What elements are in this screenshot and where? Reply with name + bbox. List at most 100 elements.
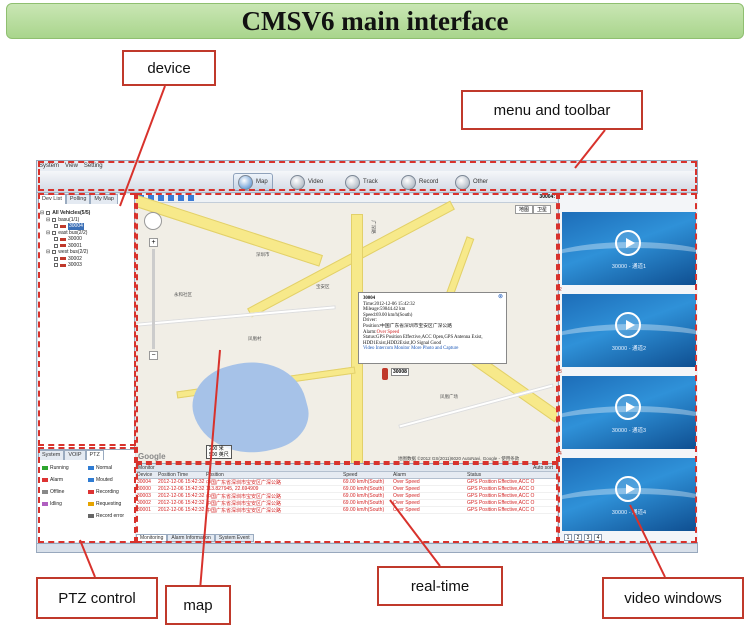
map-place-label: 凤凰村 [248,336,262,341]
page-button[interactable]: 2 [574,534,582,541]
legend-alarm: Alarm [42,477,63,483]
tree-root[interactable]: ⊟All Vehicles(5/5) [40,210,91,216]
column-header[interactable]: Position Time [158,472,189,478]
page-title: CMSV6 main interface [241,5,509,36]
column-header[interactable]: Device [137,472,153,478]
popup-position: Position:中国广东省深圳市宝安区广深公路 [363,323,453,329]
tree-group[interactable]: ⊟west bus(2/2) [46,249,89,255]
video-window[interactable]: 30000 - 通道4 [562,458,696,531]
video-window-label: 30000 - 通道1 [611,264,647,270]
callout-device: device [122,50,216,86]
app-window: System View Setting Map Video Track Reco… [36,160,698,553]
table-cell: 2012-12-06 15:42:32 [158,479,205,485]
column-header[interactable]: Alarm [393,472,407,478]
zoom-out-button[interactable]: − [149,351,158,360]
menu-setting[interactable]: Setting [83,163,103,169]
popup-alarm-value: Over Speed [376,329,400,335]
callout-realtime: real-time [377,566,503,606]
table-cell: 中国广东省深圳市宝安区广深公路 [206,479,282,486]
legend-normal: Normal [88,465,112,471]
video-window-label: 30000 - 通道3 [611,428,647,434]
legend-recording: Recording [88,489,119,495]
pan-control[interactable] [144,212,162,230]
callout-menu-toolbar: menu and toolbar [461,90,643,130]
tab-ptz[interactable]: PTZ [85,450,104,460]
popup-links[interactable]: Video Intercom Monitor More Photo and Ca… [363,346,459,352]
table-cell: 2012-12-06 15:42:32 [158,493,205,499]
page-button[interactable]: 4 [594,534,602,541]
vehicle-marker[interactable] [382,368,388,380]
page-button[interactable]: 3 [584,534,592,541]
vehicle-icon [60,257,66,261]
tree-group[interactable]: ⊟east bus(2/2) [46,229,88,236]
map-type-satellite[interactable]: 卫星 [532,205,551,214]
map-type-map[interactable]: 地图 [514,205,533,214]
other-button-label: Other [473,179,489,185]
legend-idling: Idling [42,501,62,507]
video-window-number: 2 [559,287,562,293]
callout-map: map [165,585,231,625]
table-cell: GPS Position Effective,ACC O [467,486,535,492]
table-cell: 30004 [137,479,151,485]
zoom-in-button[interactable]: + [149,238,158,247]
tree-item[interactable]: 30004 [40,223,134,230]
tree-group-label: west bus(2/2) [58,249,89,255]
video-window-number: 4 [559,451,562,457]
map-place-label: 凤凰广场 [440,394,458,399]
tree-item-label: 30003 [68,262,82,268]
tab-voip[interactable]: VOIP [64,450,86,460]
video-button-label: Video [308,179,324,185]
tree-item-label: 30001 [68,242,82,249]
popup-mileage: Mileage:59844.42 km [363,307,406,313]
tree-item[interactable]: 30000 [40,236,134,243]
map-type-switch: 地图 卫星 [514,205,551,214]
table-cell: GPS Position Effective,ACC O [467,500,535,506]
column-header[interactable]: Speed [343,472,358,478]
table-cell: Over Speed [393,479,420,485]
zoom-out-icon[interactable] [168,195,174,201]
play-icon[interactable] [615,230,641,256]
play-icon[interactable] [615,312,641,338]
video-window[interactable]: 30000 - 通道3 [562,376,696,449]
tree-item-label: 30004 [68,223,84,230]
menu-system[interactable]: System [39,163,60,169]
play-icon[interactable] [615,476,641,502]
tree-group-label: basu(1/1) [58,216,80,223]
device-tree: ⊟All Vehicles(5/5) ⊟basu(1/1) 30004 ⊟eas… [38,210,134,269]
callout-video-windows: video windows [602,577,744,619]
tree-item[interactable]: 30002 [40,256,134,263]
map-place-label: 永和社区 [174,292,192,297]
realtime-highlight [136,463,558,543]
video-pager: 1 2 3 4 [564,534,602,541]
marker-icon[interactable] [188,195,194,201]
menu-view[interactable]: View [65,163,78,169]
measure-icon[interactable] [178,195,184,201]
video-window[interactable]: 30000 - 通道2 [562,294,696,367]
column-header[interactable]: Status [467,472,482,478]
map-highlight [136,193,558,463]
vehicle-marker-label: 30008 [391,368,409,376]
video-highlight [558,193,697,543]
tree-item[interactable]: 30003 [40,262,134,269]
auto-sort-toggle[interactable]: Auto sort [532,464,553,471]
play-icon[interactable] [615,394,641,420]
table-cell: 30001 [137,507,151,513]
video-window-label: 30000 - 通道4 [611,510,647,516]
tree-group-label: east bus(2/2) [58,229,88,236]
monitor-label: Monitor [138,464,155,471]
tree-item[interactable]: 30001 [40,243,134,250]
table-cell: 2012-12-06 15:42:32 [158,507,205,513]
table-cell: 69.00 km/h(South) [343,500,385,506]
vehicle-info-popup: ⊗ 30004 Time:2012-12-06 15:42:32 Mileage… [358,292,507,364]
page-button[interactable]: 1 [564,534,572,541]
table-cell: 69.00 km/h(South) [343,479,385,485]
close-icon[interactable]: ⊗ [497,294,503,300]
tree-group[interactable]: ⊟basu(1/1) [46,216,80,223]
title-banner: CMSV6 main interface [6,3,744,39]
video-window[interactable]: 30000 - 通道1 [562,212,696,285]
legend-record-error: Record error [88,513,124,519]
zoom-slider[interactable] [152,249,155,349]
